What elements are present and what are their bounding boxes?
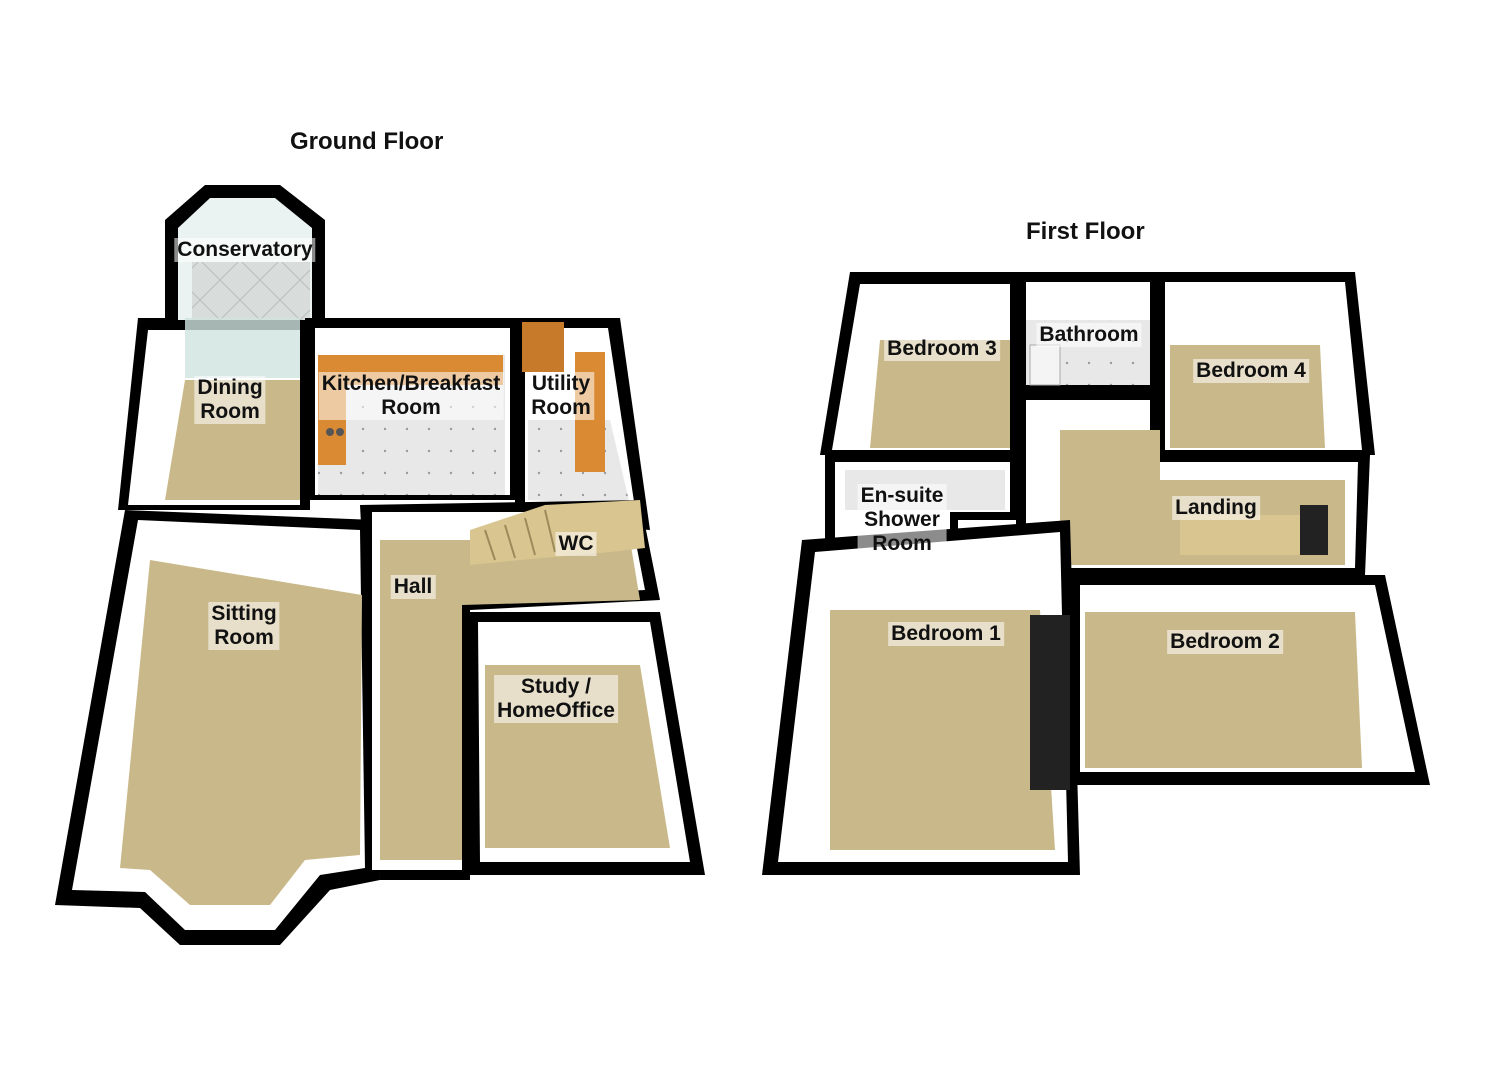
label-sitting-line2: Room <box>214 626 274 649</box>
label-bedroom-2: Bedroom 2 <box>1167 630 1283 654</box>
label-dining-line1: Dining <box>197 376 263 399</box>
label-bedroom-2-text: Bedroom 2 <box>1170 630 1280 653</box>
label-landing: Landing <box>1172 496 1260 520</box>
label-conservatory-text: Conservatory <box>177 238 313 261</box>
label-bedroom-3-text: Bedroom 3 <box>887 337 997 360</box>
label-ensuite-line1: En-suite <box>860 484 944 507</box>
label-bathroom: Bathroom <box>1036 323 1142 347</box>
label-hall: Hall <box>390 575 436 599</box>
label-bedroom-3: Bedroom 3 <box>884 337 1000 361</box>
label-sitting-line1: Sitting <box>211 602 277 625</box>
label-wc: WC <box>555 532 597 556</box>
label-wc-text: WC <box>558 532 594 555</box>
label-dining-line2: Room <box>200 400 260 423</box>
label-study-line1: Study / <box>520 675 592 698</box>
label-landing-text: Landing <box>1175 496 1257 519</box>
bedroom-1-area <box>762 520 1080 875</box>
label-ensuite-line2: Shower <box>864 508 940 531</box>
ground-floor-title: Ground Floor <box>290 128 444 155</box>
label-utility-line2: Room <box>531 396 591 419</box>
sitting-room-area <box>55 510 380 945</box>
label-study: Study / HomeOffice <box>494 675 618 723</box>
label-kitchen: Kitchen/Breakfast Room <box>318 372 504 420</box>
label-ensuite: En-suite Shower Room <box>857 484 947 556</box>
label-sitting-room: Sitting Room <box>208 602 280 650</box>
label-kitchen-line1: Kitchen/Breakfast <box>321 372 501 395</box>
label-kitchen-line2: Room <box>381 396 441 419</box>
label-ensuite-line3: Room <box>872 532 932 555</box>
utility-area <box>515 318 650 530</box>
label-bedroom-1: Bedroom 1 <box>888 622 1004 646</box>
label-study-line2: HomeOffice <box>497 699 615 722</box>
label-hall-text: Hall <box>393 575 433 598</box>
bedroom-2-area <box>1070 575 1430 785</box>
first-floor-plan <box>762 272 1430 875</box>
study-area <box>468 612 705 875</box>
ground-floor-plan <box>55 185 705 945</box>
label-bedroom-4: Bedroom 4 <box>1193 359 1309 383</box>
label-conservatory: Conservatory <box>174 238 316 262</box>
label-utility-line1: Utility <box>531 372 591 395</box>
first-floor-title: First Floor <box>1026 218 1145 245</box>
label-bedroom-4-text: Bedroom 4 <box>1196 359 1306 382</box>
label-bathroom-text: Bathroom <box>1039 323 1139 346</box>
label-utility: Utility Room <box>528 372 594 420</box>
label-dining-room: Dining Room <box>194 376 266 424</box>
bedroom-3-area <box>820 272 1020 455</box>
label-bedroom-1-text: Bedroom 1 <box>891 622 1001 645</box>
